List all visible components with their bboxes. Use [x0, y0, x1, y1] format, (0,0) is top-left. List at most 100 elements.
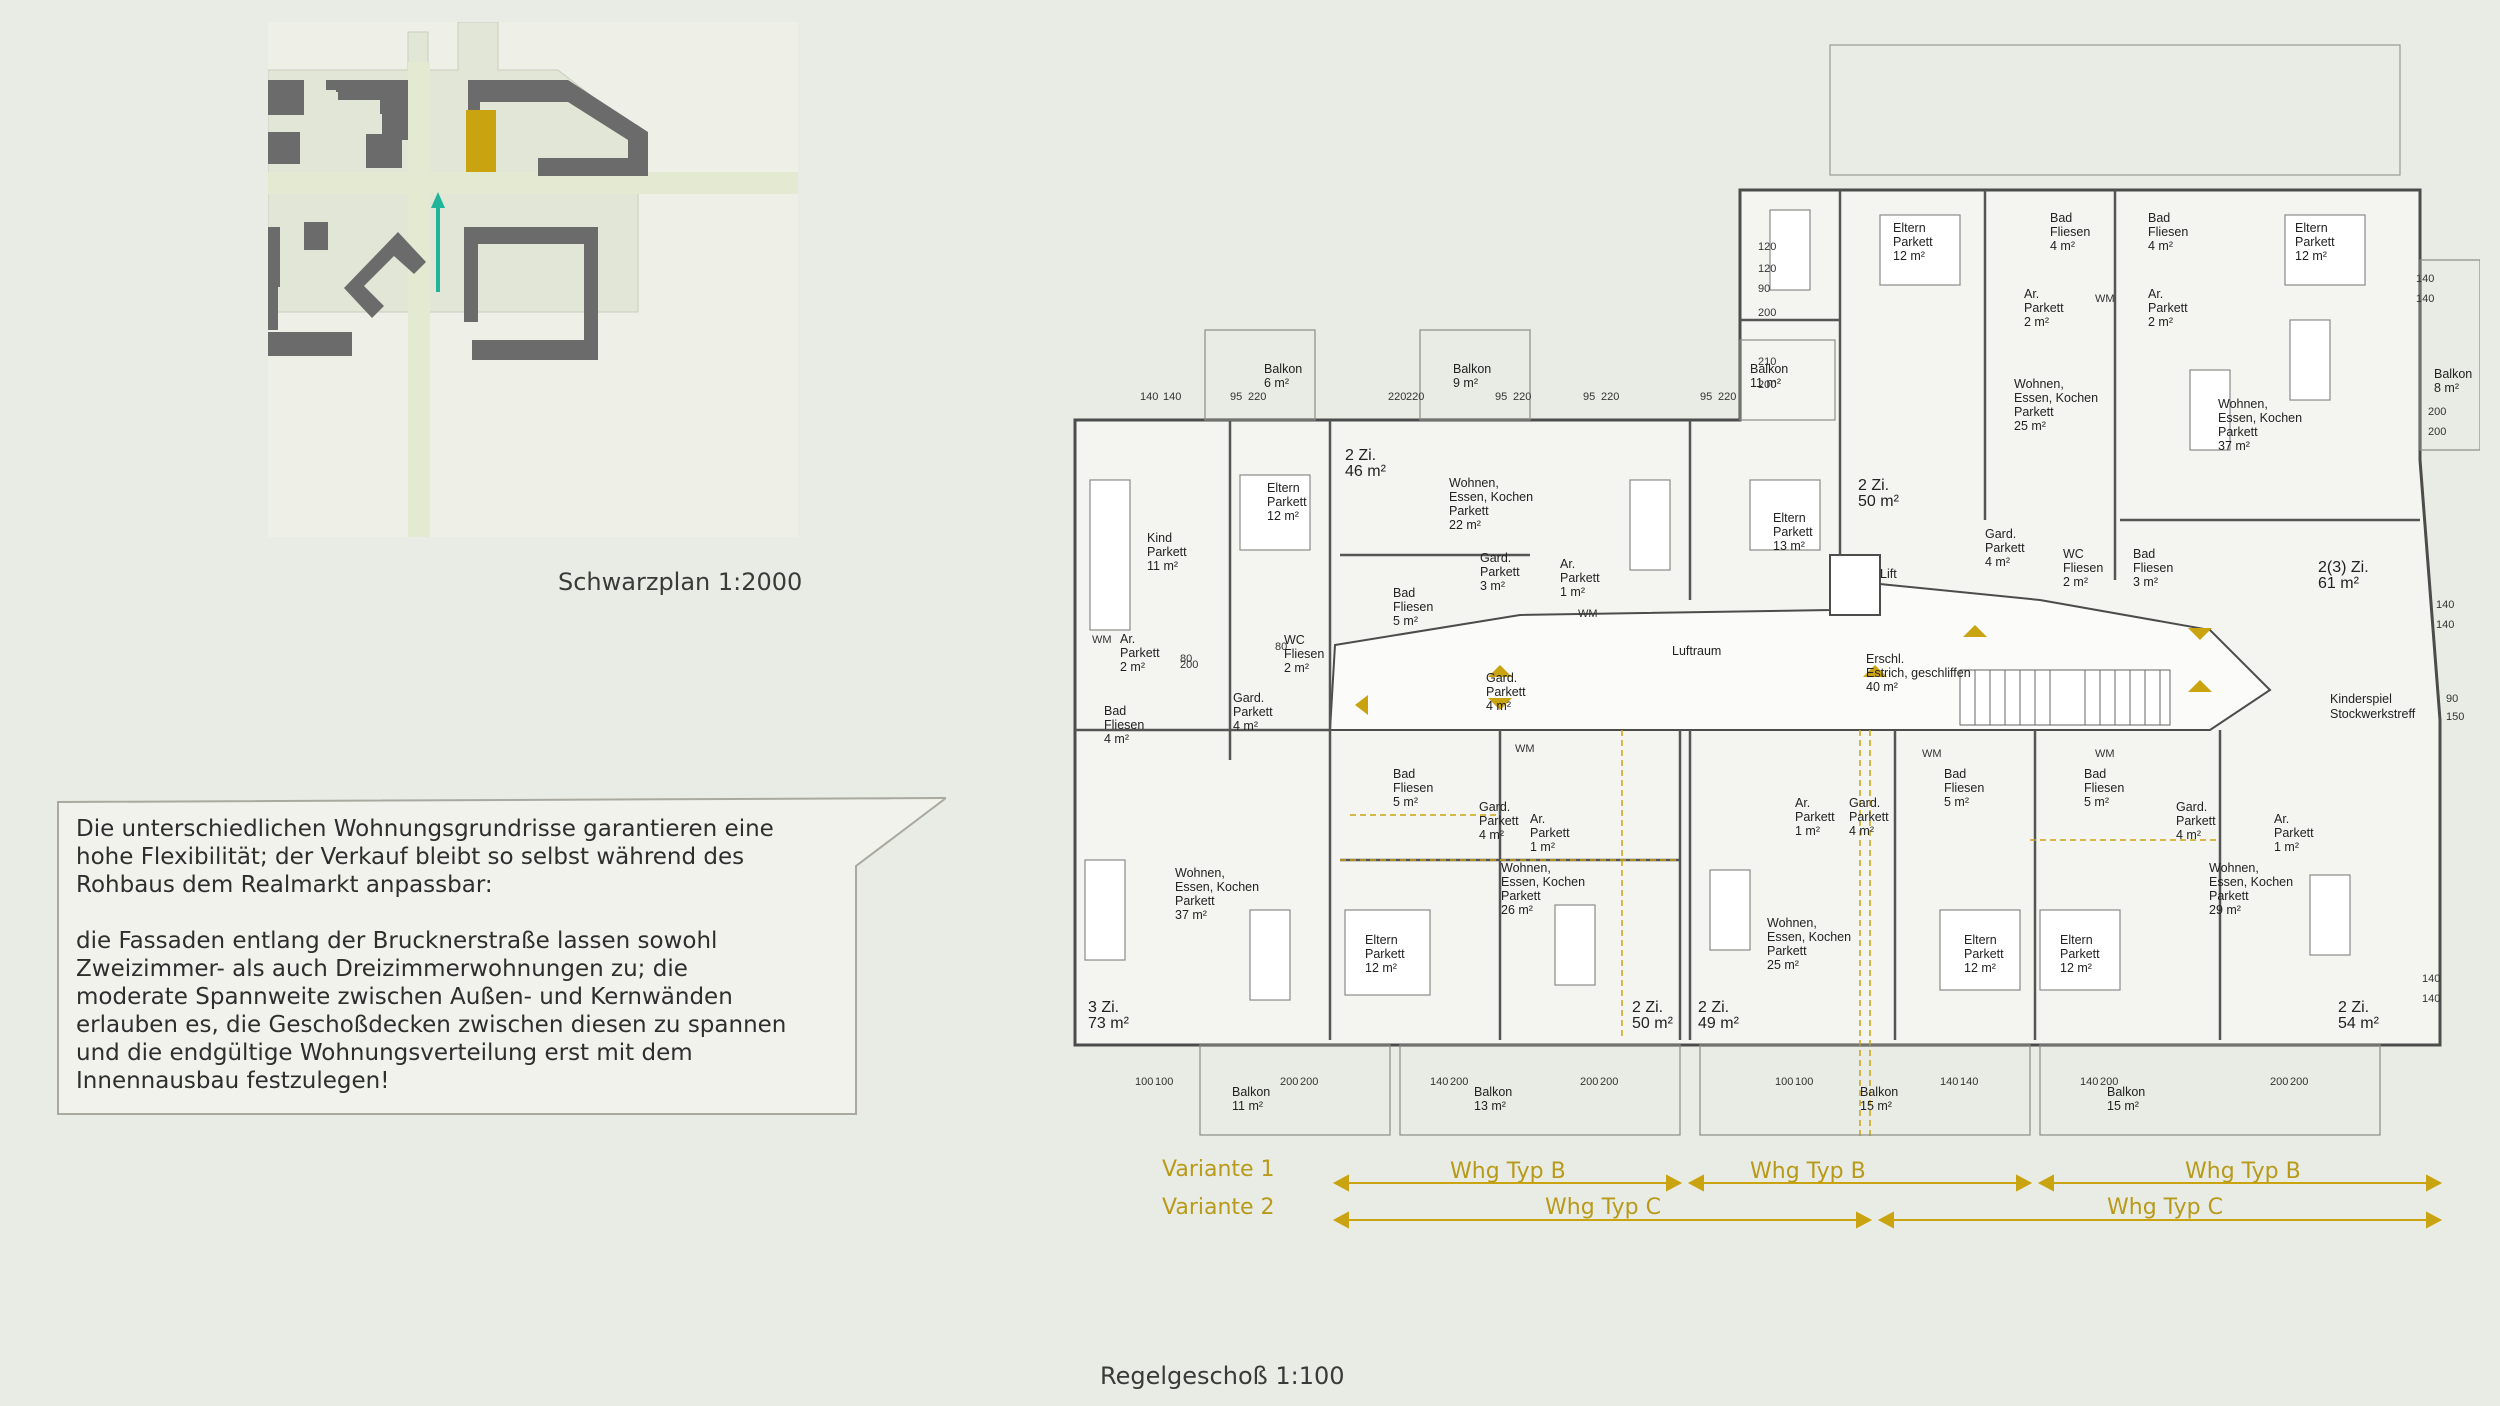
room-area: 5 m² [1944, 795, 1969, 809]
room-floor: Fliesen [1944, 781, 1984, 795]
room-area: 4 m² [2148, 239, 2173, 253]
room-area: 4 m² [1486, 699, 1511, 713]
room-name: Essen, Kochen [2014, 391, 2098, 405]
building-highlight [466, 110, 496, 172]
room-area: 2 m² [2024, 315, 2049, 329]
hall-area: 40 m² [1866, 680, 1898, 694]
room-area: 4 m² [1849, 824, 1874, 838]
room-floor: Parkett [1233, 705, 1273, 719]
dimension-label: 150 [2446, 711, 2464, 723]
dimension-label: 200 [1580, 1076, 1598, 1088]
dimension-label: 220 [1248, 391, 1266, 403]
dimension-label: 220 [1406, 391, 1424, 403]
room-floor: Parkett [1849, 810, 1889, 824]
room-floor: Fliesen [1393, 600, 1433, 614]
dimension-label: 95 [1230, 391, 1242, 403]
dimension-label: 140 [1430, 1076, 1448, 1088]
dimension-label: 220 [1718, 391, 1736, 403]
dimension-label: WM [2095, 748, 2115, 760]
room-name: Essen, Kochen [1501, 875, 1585, 889]
room-floor: Parkett [1365, 947, 1405, 961]
dimension-label: 220 [1513, 391, 1531, 403]
room-name: Bad [2084, 767, 2106, 781]
room-name: Gard. [1486, 671, 1517, 685]
balcony-name: Balkon [1474, 1085, 1512, 1099]
apartment-type-label: 2 Zi. [1632, 999, 1663, 1016]
apartment-area-label: 50 m² [1858, 493, 1900, 510]
room-floor: Parkett [2218, 425, 2258, 439]
room-name: Wohnen, [2218, 397, 2268, 411]
dimension-label: WM [1092, 634, 1112, 646]
room-floor: Parkett [1147, 545, 1187, 559]
room-area: 12 m² [2295, 249, 2327, 263]
room-name: Bad [2148, 211, 2170, 225]
balcony-area: 8 m² [2434, 381, 2459, 395]
room-area: 12 m² [1893, 249, 1925, 263]
room-name: Wohnen, [1175, 866, 1225, 880]
balcony-area: 15 m² [2107, 1099, 2139, 1113]
room-area: 22 m² [1449, 518, 1481, 532]
dimension-label: 95 [1700, 391, 1712, 403]
room-floor: Parkett [2024, 301, 2064, 315]
balcony-name: Balkon [1453, 362, 1491, 376]
room-name: Gard. [2176, 800, 2207, 814]
room-name: Bad [1393, 767, 1415, 781]
dimension-label: 140 [2416, 293, 2434, 305]
dimension-label: 140 [1163, 391, 1181, 403]
dimension-label: 200 [2100, 1076, 2118, 1088]
room-name: Essen, Kochen [1767, 930, 1851, 944]
dimension-label: 120 [1758, 263, 1776, 275]
dimension-label: 120 [1758, 241, 1776, 253]
room-floor: Fliesen [1393, 781, 1433, 795]
room-name: Gard. [1985, 527, 2016, 541]
room-area: 2 m² [2148, 315, 2173, 329]
apartment-type-label: 2 Zi. [1698, 999, 1729, 1016]
room-area: 5 m² [1393, 795, 1418, 809]
room-name: Eltern [2295, 221, 2328, 235]
room-area: 1 m² [1530, 840, 1555, 854]
apartment-type-label: 2 Zi. [1858, 477, 1889, 494]
room-floor: Fliesen [1104, 718, 1144, 732]
dimension-label: 140 [2422, 973, 2440, 985]
apartment-type-label: 2(3) Zi. [2318, 559, 2369, 576]
apartment-area-label: 61 m² [2318, 575, 2360, 592]
room-area: 4 m² [1985, 555, 2010, 569]
room-floor: Parkett [2060, 947, 2100, 961]
room-area: 25 m² [2014, 419, 2046, 433]
dimension-label: 220 [1388, 391, 1406, 403]
room-floor: Fliesen [2050, 225, 2090, 239]
room-floor: Fliesen [2084, 781, 2124, 795]
dimension-label: 80 [1275, 641, 1287, 653]
variant-2-label: Variante 2 [1162, 1195, 1275, 1220]
room-name: Eltern [1964, 933, 1997, 947]
dimension-label: 200 [2428, 406, 2446, 418]
dimension-label: 140 [1140, 391, 1158, 403]
room-floor: Parkett [1480, 565, 1520, 579]
variant-1-type-2: Whg Typ B [1750, 1159, 1866, 1184]
room-name: Eltern [1267, 481, 1300, 495]
play-label-1: Kinderspiel [2330, 692, 2392, 706]
dimension-label: 200 [1300, 1076, 1318, 1088]
room-area: 3 m² [1480, 579, 1505, 593]
dimension-label: 200 [1758, 379, 1776, 391]
room-floor: Parkett [2209, 889, 2249, 903]
room-name: Ar. [1530, 812, 1545, 826]
room-floor: Parkett [1767, 944, 1807, 958]
room-floor: Fliesen [1284, 647, 1324, 661]
play-label-2: Stockwerkstreff [2330, 707, 2416, 721]
room-name: Ar. [1560, 557, 1575, 571]
room-floor: Parkett [1267, 495, 1307, 509]
apartment-area-label: 73 m² [1088, 1015, 1130, 1032]
room-area: 4 m² [2050, 239, 2075, 253]
dimension-label: WM [1578, 608, 1598, 620]
room-floor: Fliesen [2133, 561, 2173, 575]
room-name: Wohnen, [1767, 916, 1817, 930]
dimension-label: 90 [2446, 693, 2458, 705]
dimension-label: WM [1515, 743, 1535, 755]
room-name: Gard. [1480, 551, 1511, 565]
description-paragraph-1: Die unterschiedlichen Wohnungsgrundrisse… [76, 816, 774, 898]
room-area: 3 m² [2133, 575, 2158, 589]
room-area: 4 m² [1233, 719, 1258, 733]
room-area: 4 m² [1479, 828, 1504, 842]
room-area: 26 m² [1501, 903, 1533, 917]
